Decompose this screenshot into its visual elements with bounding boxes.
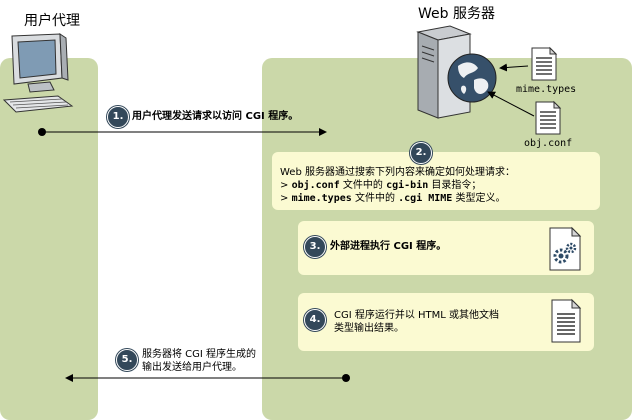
step-4-badge: 4. — [304, 309, 326, 331]
gear-file-icon — [549, 226, 582, 271]
step-2-badge: 2. — [410, 142, 432, 164]
step-3-callout — [298, 221, 594, 275]
step-3-badge: 3. — [304, 236, 326, 258]
step-5-line-2: 输出发送给用户代理。 — [142, 362, 242, 373]
step-5-line-1: 服务器将 CGI 程序生成的 — [142, 349, 257, 360]
step-2-line-1: > obj.conf 文件中的 cgi-bin 目录指令； — [280, 180, 482, 191]
step-2-intro: Web 服务器通过搜索下列内容来确定如何处理请求： — [280, 167, 515, 178]
mime-types-label: mime.types — [516, 84, 577, 95]
step-4-callout — [298, 293, 594, 351]
user-agent-panel — [0, 58, 98, 420]
obj-conf-file-icon — [535, 100, 562, 135]
server-globe-icon — [416, 25, 497, 119]
web-server-title: Web 服务器 — [418, 6, 495, 22]
computer-icon — [2, 33, 74, 113]
step-2-line-2: > mime.types 文件中的 .cgi MIME 类型定义。 — [280, 193, 506, 204]
document-file-icon — [551, 298, 582, 343]
obj-conf-label: obj.conf — [524, 138, 573, 149]
user-agent-title: 用户代理 — [24, 13, 80, 29]
step-4-line-1: CGI 程序运行并以 HTML 或其他文档 — [334, 310, 500, 321]
step-1-badge: 1. — [107, 106, 129, 128]
step-1-text: 用户代理发送请求以访问 CGI 程序。 — [132, 111, 299, 122]
step-4-line-2: 类型输出结果。 — [334, 323, 404, 334]
step-3-text: 外部进程执行 CGI 程序。 — [330, 241, 447, 252]
mime-types-file-icon — [531, 46, 558, 81]
step-2-callout — [272, 152, 600, 210]
step-5-badge: 5. — [116, 349, 138, 371]
